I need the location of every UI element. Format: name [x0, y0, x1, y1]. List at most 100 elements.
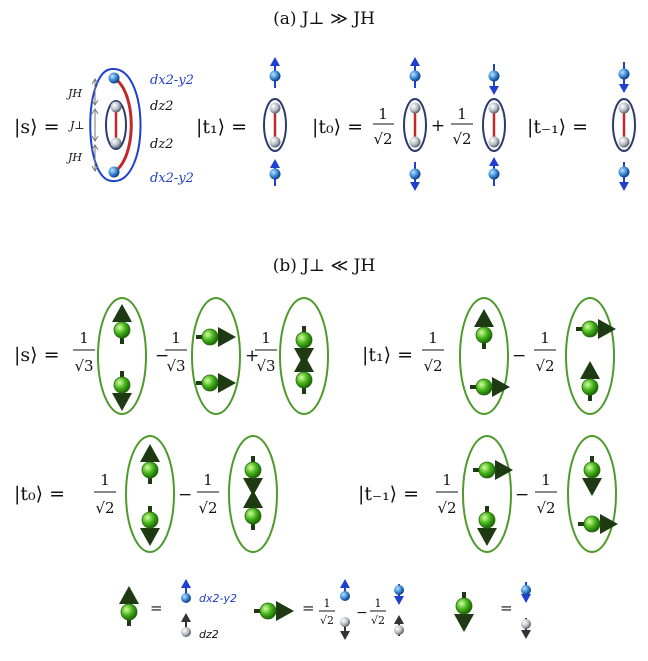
spin-up-arrow: [270, 57, 280, 66]
panel-a-title: (a) J⊥ ≫ JH: [273, 9, 375, 29]
green-pair-ellipse: [565, 297, 615, 415]
svg-text:1: 1: [324, 597, 331, 610]
legend-dz2: dz2: [199, 628, 219, 641]
green-spin-down-icon: [112, 371, 132, 411]
dx2y2-outer-contour: [89, 67, 142, 183]
svg-text:1: 1: [442, 471, 452, 489]
legend-green-spin-right-icon: [254, 601, 294, 621]
minus-sign: −: [178, 485, 192, 505]
minus-sign: −: [155, 346, 169, 366]
t0-coef-2: 1 √2: [451, 105, 473, 148]
svg-text:1: 1: [541, 471, 551, 489]
legend-eq-1: =: [150, 599, 163, 617]
svg-text:1: 1: [79, 329, 89, 347]
state-s-label-a: |s⟩ =: [14, 116, 60, 138]
svg-text:√2: √2: [437, 499, 456, 517]
t0-diagram-2: [482, 64, 506, 186]
legend-green-spin-down-icon: [454, 592, 474, 632]
t1-orbital-diagram: [263, 57, 287, 186]
jperp-label: J⊥: [68, 119, 85, 132]
green-spin-down-icon: [243, 456, 263, 496]
state-t0-label-a: |t₀⟩ =: [312, 116, 363, 138]
svg-text:√3: √3: [74, 357, 93, 375]
legend: = dx2-y2 dz2 = 1 √2 − 1 √2: [119, 579, 531, 641]
svg-text:√2: √2: [423, 357, 442, 375]
green-spin-right-icon: [578, 514, 618, 534]
coef-tm1-1: 1 √2: [436, 471, 458, 517]
spin-down-arrow: [489, 86, 499, 95]
legend-coef-1: 1 √2: [319, 597, 335, 627]
coef-t0-1: 1 √2: [94, 471, 116, 517]
svg-text:1: 1: [457, 105, 467, 123]
state-tm1-label-b: |t₋₁⟩ =: [358, 483, 419, 505]
state-s-label-b: |s⟩ =: [14, 344, 60, 366]
green-spin-up-icon: [294, 354, 314, 394]
state-t1-label-a: |t₁⟩ =: [196, 116, 247, 138]
plus-sign: +: [245, 346, 259, 366]
svg-text:1: 1: [540, 329, 550, 347]
minus-sign: −: [512, 346, 526, 366]
green-pair-ellipse: [462, 435, 512, 553]
legend-minus: −: [356, 605, 368, 621]
svg-text:√3: √3: [256, 357, 275, 375]
dx2y2-electron-bottom: [108, 166, 120, 178]
green-pair-ellipse: [191, 297, 241, 415]
legend-dx2y2: dx2-y2: [199, 592, 237, 605]
green-spin-right-icon: [196, 373, 236, 393]
green-spin-up-icon: [140, 444, 160, 484]
svg-text:1: 1: [100, 471, 110, 489]
plus-sign: +: [431, 116, 445, 136]
svg-text:√2: √2: [198, 499, 217, 517]
green-spin-up-icon: [474, 309, 494, 349]
dz2-electron-top: [110, 101, 122, 113]
coef-t1-1: 1 √2: [422, 329, 444, 375]
dx2y2-electron-down: [269, 168, 281, 180]
svg-text:1: 1: [428, 329, 438, 347]
green-spin-right-icon: [470, 377, 510, 397]
green-spin-right-icon: [473, 460, 513, 480]
dz2-electron-up: [269, 102, 281, 114]
green-pair-ellipse: [459, 297, 509, 415]
dz2-inner-ellipse: [105, 100, 127, 150]
green-spin-down-icon: [477, 506, 497, 546]
spin-down-arrow: [410, 182, 420, 191]
spin-up-arrow: [410, 57, 420, 66]
green-spin-down-icon: [582, 456, 602, 496]
jh-top-label: JH: [66, 87, 82, 100]
dx2y2-top-label: dx2-y2: [150, 73, 194, 88]
svg-text:√2: √2: [536, 499, 555, 517]
svg-text:√2: √2: [535, 357, 554, 375]
green-spin-up-icon: [580, 361, 600, 401]
green-pair-ellipse: [228, 435, 278, 553]
spin-down-arrow: [619, 182, 629, 191]
svg-text:√2: √2: [371, 614, 385, 627]
spin-down-arrow: [619, 84, 629, 93]
green-spin-right-icon: [576, 319, 616, 339]
dz2-bottom-label: dz2: [150, 137, 173, 152]
t0-coef-1: 1 √2: [373, 105, 394, 148]
dz2-top-label: dz2: [150, 99, 173, 114]
tm1-orbital-diagram: [612, 62, 636, 191]
green-spin-down-icon: [140, 506, 160, 546]
svg-text:1: 1: [171, 329, 181, 347]
dz2-electron-down: [269, 136, 281, 148]
legend-eq-3: =: [500, 599, 513, 617]
svg-text:√2: √2: [95, 499, 114, 517]
svg-text:1: 1: [375, 597, 382, 610]
state-t1-label-b: |t₁⟩ =: [362, 344, 413, 366]
jh-bottom-label: JH: [66, 151, 82, 164]
legend-green-spin-up-icon: [119, 586, 139, 626]
singlet-orbital-diagram: JH J⊥ JH dx2-y2 dz2 dz2 dx2-y2: [66, 67, 194, 186]
coef-tm1-2: 1 √2: [535, 471, 557, 517]
green-pair-ellipse: [125, 435, 175, 553]
green-pair-ellipse: [97, 297, 147, 415]
coef-s-3: 1 √3: [255, 329, 277, 375]
svg-text:1: 1: [378, 105, 388, 123]
spin-up-arrow: [489, 157, 499, 166]
coef-s-2: 1 √3: [165, 329, 187, 375]
coef-t1-2: 1 √2: [534, 329, 556, 375]
green-pair-ellipse: [567, 435, 617, 553]
panel-b-title: (b) J⊥ ≪ JH: [273, 256, 376, 276]
dx2y2-electron-up: [269, 70, 281, 82]
